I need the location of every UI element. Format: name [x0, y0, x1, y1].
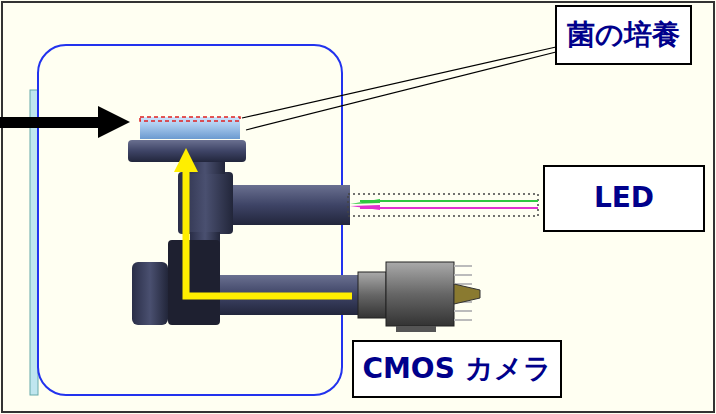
optical-fiber	[348, 194, 538, 216]
box-label: LED	[594, 183, 654, 214]
window-plate	[30, 90, 38, 395]
leader-line	[246, 52, 556, 130]
led-tube	[228, 185, 350, 225]
box-label: CMOS カメラ	[362, 354, 551, 385]
light-path	[174, 148, 352, 296]
culture-layer	[140, 117, 240, 121]
cmos-camera	[358, 262, 480, 332]
input-arrow	[0, 106, 130, 138]
adjust-knob	[132, 262, 168, 325]
box-label: 菌の培養	[567, 20, 680, 51]
camera-label-box: CMOS カメラ	[352, 340, 562, 398]
culture-dish	[140, 117, 240, 139]
led-box: LED	[543, 165, 705, 232]
leader-line	[242, 47, 556, 118]
mirror-block	[168, 240, 220, 325]
callout-box: 菌の培養	[555, 5, 692, 65]
